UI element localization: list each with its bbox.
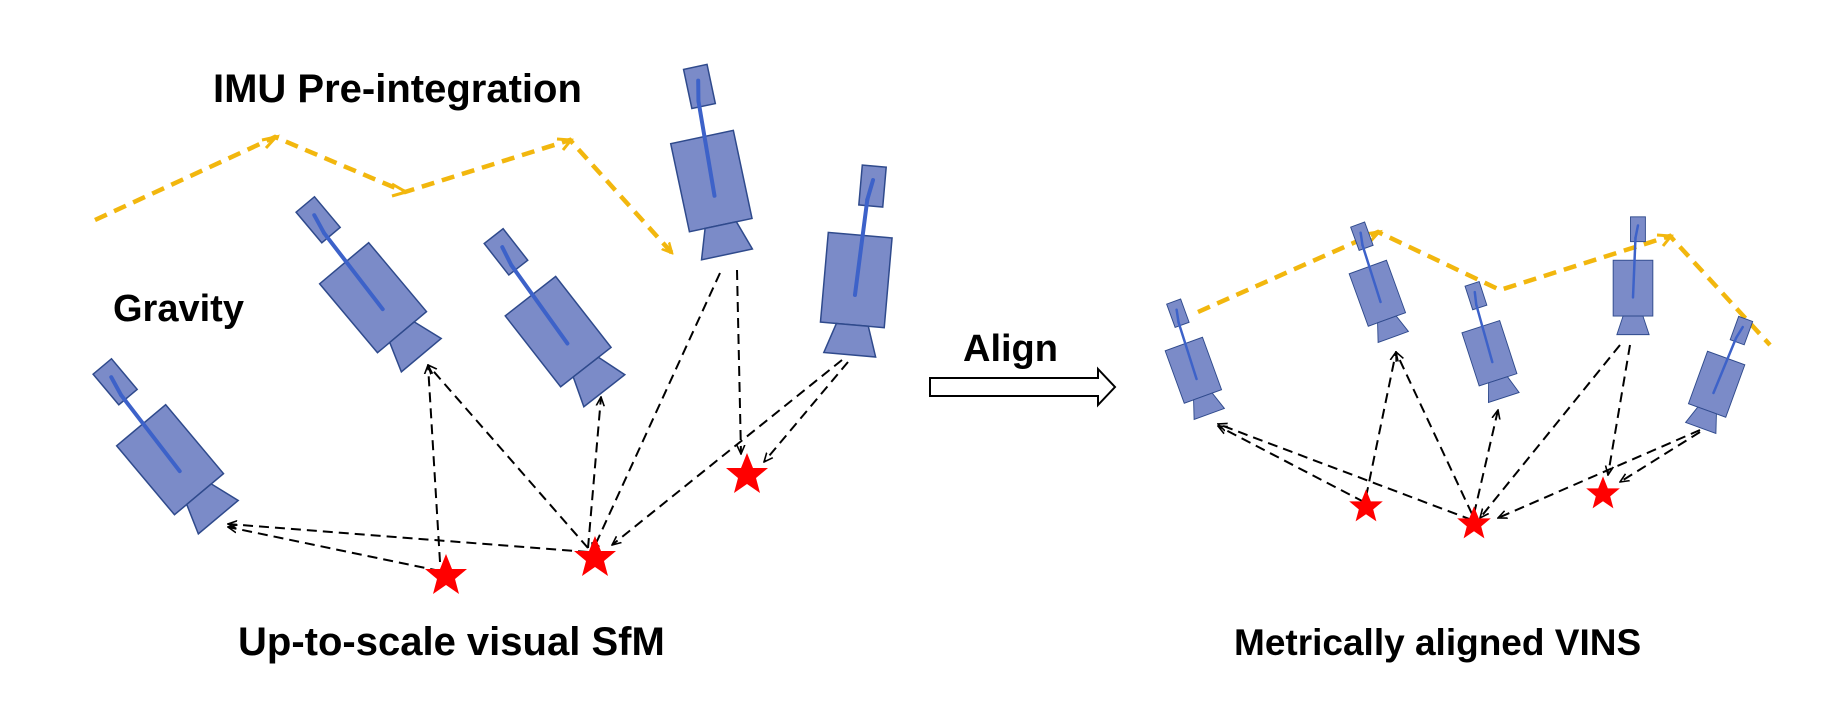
observation-ray (428, 365, 441, 563)
star-icon (1349, 489, 1383, 522)
observation-ray (764, 361, 849, 462)
hollow-arrow-right-icon (929, 366, 1117, 408)
camera-icon (654, 59, 761, 264)
camera-icon (1611, 215, 1655, 336)
right-observations (1218, 344, 1701, 521)
imu-label: IMU Pre-integration (213, 67, 582, 111)
observation-ray (1218, 424, 1473, 521)
right-caption: Metrically aligned VINS (1234, 622, 1641, 663)
star-icon (425, 554, 467, 594)
left-observations (228, 269, 849, 572)
observation-ray (1473, 410, 1498, 515)
imu-vertex-arrow (556, 137, 574, 151)
observation-ray (591, 272, 721, 552)
gravity-label: Gravity (113, 288, 244, 330)
camera-icon (1447, 278, 1524, 405)
observation-ray (1395, 352, 1473, 515)
observation-ray (736, 269, 741, 454)
left-caption: Up-to-scale visual SfM (238, 620, 665, 664)
imu-vertex-arrow (1656, 233, 1674, 247)
right-panel: Metrically aligned VINS (1149, 215, 1772, 663)
imu-vertex-arrow (391, 182, 410, 198)
imu-vertex-arrow (1364, 229, 1383, 245)
camera-icon (1680, 309, 1761, 436)
observation-ray (1620, 431, 1701, 482)
observation-ray (1498, 429, 1701, 519)
camera-icon (272, 187, 448, 378)
camera-icon (69, 349, 245, 540)
observation-ray (587, 397, 601, 549)
align-label: Align (963, 328, 1058, 370)
observation-ray (1480, 344, 1621, 518)
imu-preintegration-path (94, 134, 672, 253)
star-icon (726, 453, 768, 493)
observation-ray (1218, 426, 1365, 503)
camera-icon (1149, 295, 1230, 422)
star-icon (1586, 476, 1620, 509)
align-transition: Align (929, 328, 1117, 408)
observation-ray (612, 359, 843, 545)
observation-ray (1608, 344, 1631, 475)
imu-vertex-arrow (261, 134, 281, 150)
observation-ray (228, 527, 441, 572)
observation-ray (428, 365, 589, 549)
left-panel: IMU Pre-integration Gravity Up-to-scale … (69, 59, 901, 664)
camera-icon (460, 219, 632, 413)
camera-icon (815, 160, 901, 360)
observation-ray (1365, 352, 1396, 498)
star-icon (574, 536, 616, 576)
observation-ray (228, 524, 589, 553)
imu-aligned-path (1197, 229, 1772, 347)
